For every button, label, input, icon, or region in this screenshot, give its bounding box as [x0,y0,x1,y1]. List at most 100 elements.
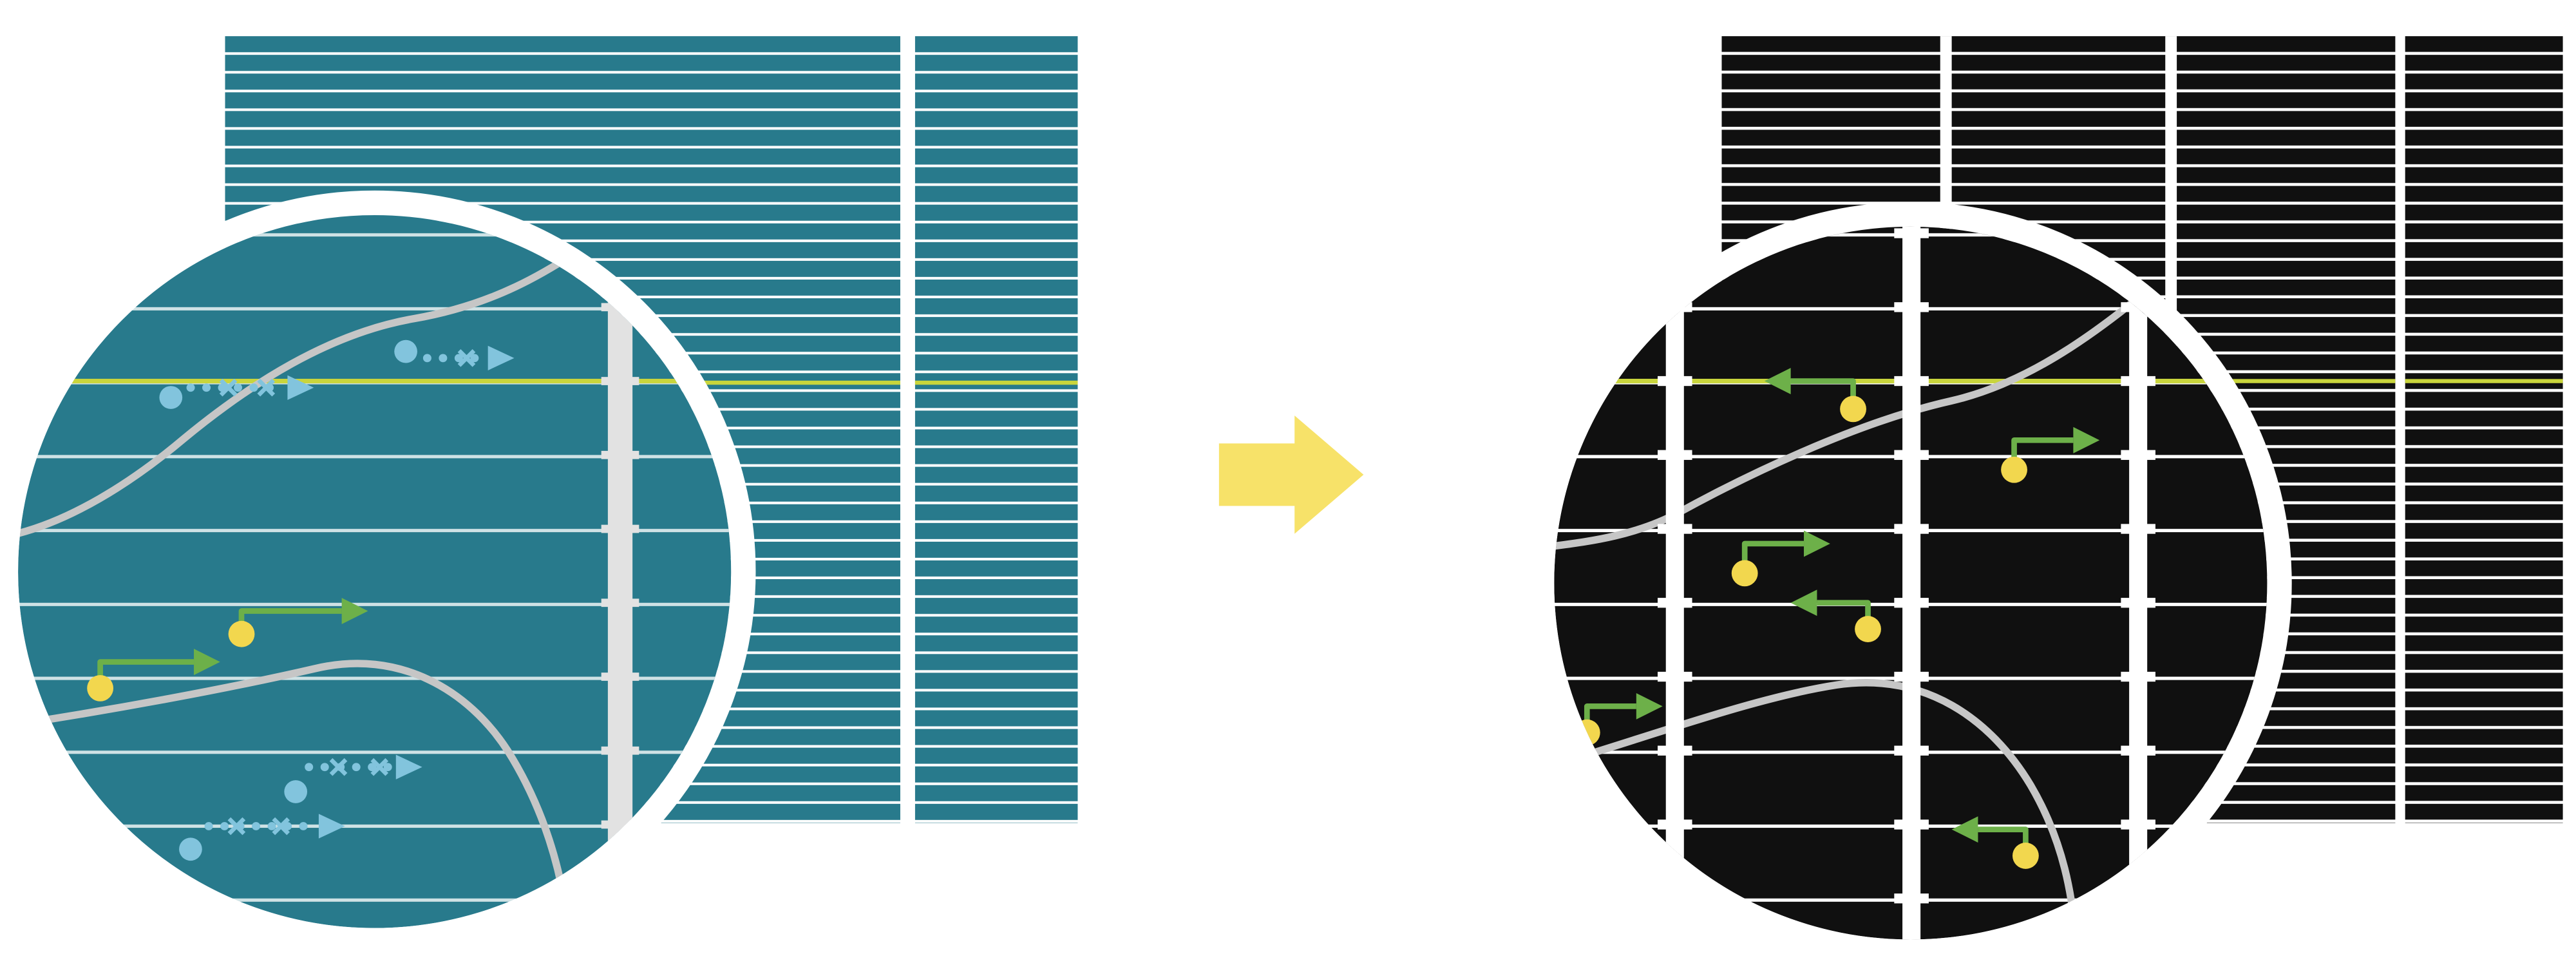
left-electron-trails [159,339,515,861]
transition [1218,415,1364,534]
busbar-tick [1894,228,1929,238]
left-solar-cell-before [0,36,1078,953]
carrier-arrow [228,598,368,647]
left-cell-edge-panel [914,36,1078,823]
busbar-tick [1657,893,1692,904]
electron-trail [394,339,515,370]
right-magnifier-inset [1530,202,2292,964]
right-carrier-arrows [1573,368,2100,869]
busbar-tick [1657,745,1692,756]
busbar-tick [1894,302,1929,312]
busbar-tick [2121,376,2155,387]
left-magnifier-inset [0,190,756,953]
busbar-tick [1657,819,1692,830]
inset-busbar [2129,226,2148,940]
busbar-tick [1657,450,1692,460]
busbar-tick [1894,450,1929,460]
blocked-x-icon [329,758,348,776]
blocked-x-icon [457,349,476,367]
carrier-dot [1840,396,1866,423]
right-cell-edge-panel [2405,36,2563,823]
carrier-path-line [1790,378,1856,403]
busbar-tick [601,894,639,903]
arrowhead-icon [318,814,345,839]
blocked-x-icon [227,817,246,836]
carrier-dot [87,674,114,702]
inset-busbar [1902,226,1921,940]
grain-boundary-line [1554,272,2169,551]
busbar-tick [1894,671,1929,682]
carrier-path-line [1741,540,1804,567]
grain-boundary-line [18,660,573,928]
left-lens-content [18,215,732,928]
busbar-tick [1894,524,1929,534]
left-inset-busbars [601,215,639,928]
busbar-tick [1894,598,1929,608]
electron-dot [179,837,202,861]
arrowhead-icon [1951,816,1978,843]
carrier-path-line [2011,437,2074,464]
arrowhead-icon [1764,368,1791,394]
left-carrier-arrows [87,598,368,702]
arrowhead-icon [1804,530,1830,557]
busbar-tick [2121,598,2155,608]
busbar-tick [601,524,639,533]
arrowhead-icon [1790,589,1817,616]
carrier-dot [228,620,255,647]
busbar-tick [601,746,639,755]
arrowhead-icon [395,754,422,779]
arrowhead-icon [2073,426,2100,454]
busbar-tick [601,673,639,681]
carrier-dot [1731,560,1758,587]
lens-ring [0,190,756,953]
blocked-x-icon [370,758,389,776]
carrier-dot [1855,616,1881,642]
carrier-arrow [87,649,220,702]
busbar-tick [2121,745,2155,756]
electron-trail [284,754,422,803]
electron-dot [394,339,417,363]
busbar-tick [1894,745,1929,756]
carrier-arrow [1731,530,1830,587]
busbar-tick [1894,376,1929,387]
lens-ring [1530,202,2292,964]
carrier-arrow [1790,589,1881,642]
electron-trail [179,814,345,861]
busbar-tick [1894,893,1929,904]
arrowhead-icon [341,598,368,624]
electron-dot [159,386,183,409]
busbar-tick [2121,450,2155,460]
busbar-tick [1657,228,1692,238]
busbar-tick [2121,671,2155,682]
blocked-x-icon [257,378,276,397]
electron-trail [159,375,314,409]
carrier-dot [2012,843,2039,869]
carrier-arrow [1764,368,1866,423]
busbar-tick [601,377,639,385]
arrowhead-icon [488,345,515,370]
inset-busbar [1665,226,1684,940]
busbar-tick [2121,524,2155,534]
arrowhead-icon [1636,692,1663,720]
blocked-x-icon [272,817,290,836]
grain-boundary-line [18,226,612,539]
busbar-tick [1657,598,1692,608]
busbar-tick [1657,524,1692,534]
right-arrow-icon [1218,415,1364,534]
busbar-tick [601,598,639,607]
busbar-tick [1657,671,1692,682]
carrier-arrow [1951,816,2039,869]
inset-busbar [607,215,633,928]
right-solar-cell-after [1530,36,2563,964]
arrowhead-icon [194,649,220,675]
busbar-tick [1894,819,1929,830]
carrier-arrow [2001,426,2100,483]
electron-dot [284,780,308,803]
busbar-tick [601,450,639,459]
arrowhead-icon [287,375,314,400]
busbar-tick [2121,819,2155,830]
carrier-dot [2001,456,2027,483]
busbar-tick [1657,376,1692,387]
